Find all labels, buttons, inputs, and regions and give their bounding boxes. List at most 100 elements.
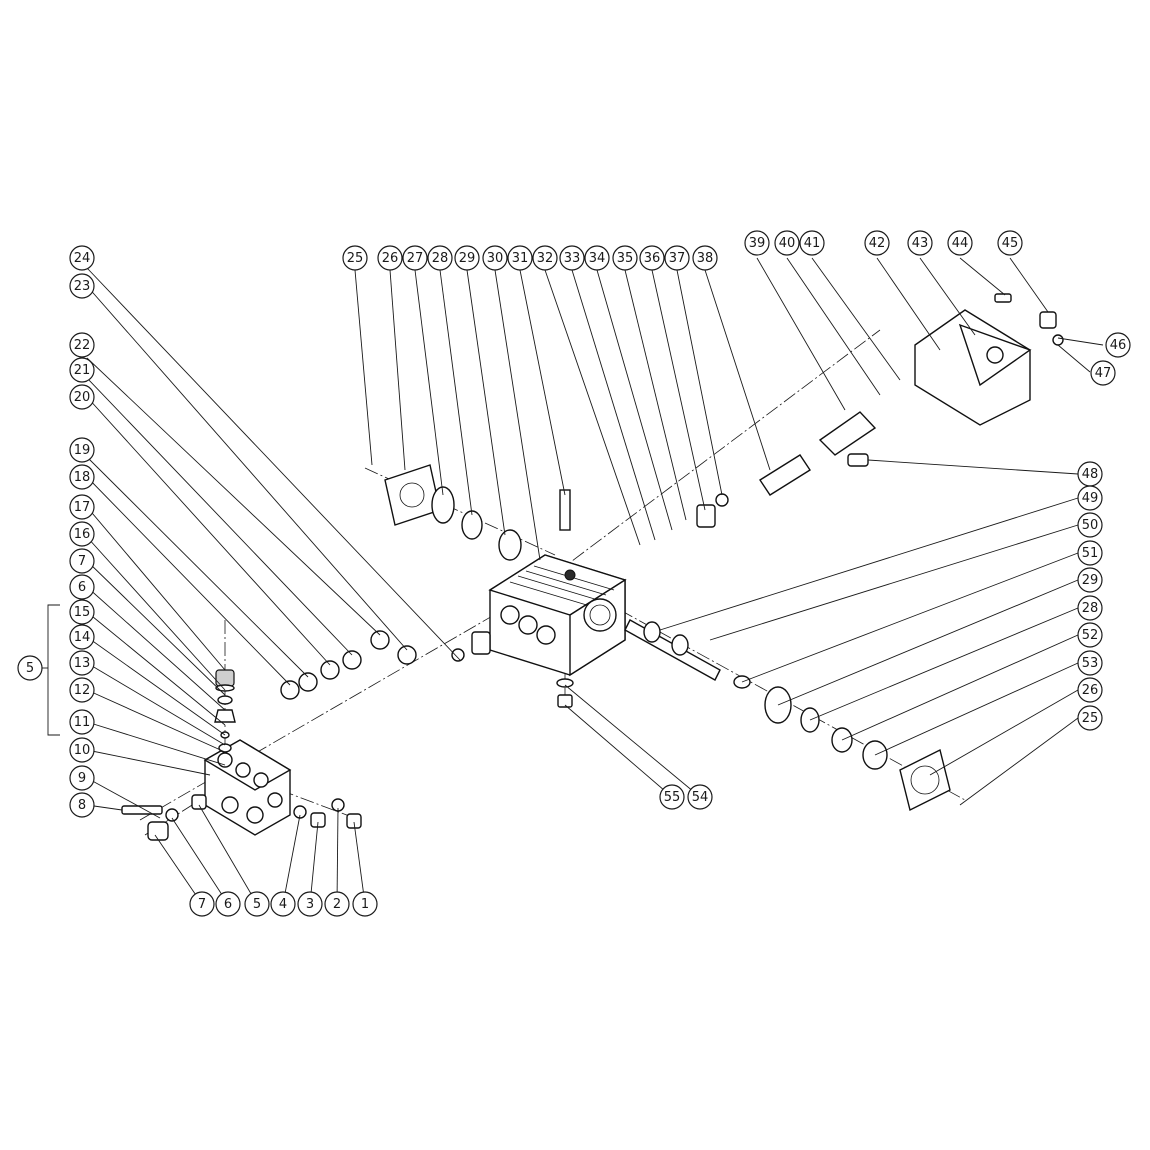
part-callout: 29 (454, 245, 480, 271)
callout-number: 12 (74, 683, 91, 698)
callout-circle (69, 464, 95, 490)
part-callout: 3 (297, 891, 323, 917)
part-callout: 14 (69, 624, 95, 650)
manifold-head (203, 739, 292, 836)
callout-circle (69, 574, 95, 600)
part-callout: 6 (215, 891, 241, 917)
callout-number: 25 (347, 251, 364, 266)
callout-number: 5 (253, 897, 261, 912)
callout-number: 46 (1110, 338, 1127, 353)
callout-circle (69, 650, 95, 676)
callout-number: 29 (1082, 573, 1099, 588)
callout-number: 32 (537, 251, 554, 266)
callout-circle (864, 230, 890, 256)
part-callout: 41 (799, 230, 825, 256)
part-callout: 9 (69, 765, 95, 791)
part-callout: 27 (402, 245, 428, 271)
callout-number: 44 (952, 236, 969, 251)
callout-circle (17, 655, 43, 681)
callout-number: 36 (644, 251, 661, 266)
part-callout: 52 (1077, 622, 1103, 648)
part-callout: 18 (69, 464, 95, 490)
callout-circle (377, 245, 403, 271)
part-callout: 1 (352, 891, 378, 917)
callout-number: 19 (74, 443, 91, 458)
callout-circle (69, 437, 95, 463)
part-callout: 10 (69, 737, 95, 763)
part-callout: 49 (1077, 485, 1103, 511)
callout-circle (352, 891, 378, 917)
callout-number: 43 (912, 236, 929, 251)
callout-number: 26 (1082, 683, 1099, 698)
axis-plugs (279, 789, 361, 821)
callout-number: 53 (1082, 656, 1099, 671)
callout-circle (482, 245, 508, 271)
callout-number: 37 (669, 251, 686, 266)
callout-circle (947, 230, 973, 256)
callout-number: 55 (664, 790, 681, 805)
part-callout: 45 (997, 230, 1023, 256)
part-callout: 29 (1077, 567, 1103, 593)
callout-number: 13 (74, 656, 91, 671)
callout-circle (69, 737, 95, 763)
callout-number: 18 (74, 470, 91, 485)
part-callout: 5 (17, 655, 43, 681)
callout-circle (799, 230, 825, 256)
component-parts (121, 293, 1064, 841)
callout-circle (69, 709, 95, 735)
callout-number: 52 (1082, 628, 1099, 643)
part-callout: 28 (427, 245, 453, 271)
callout-circle (639, 245, 665, 271)
axis-upper (519, 329, 881, 601)
part-callout: 51 (1077, 540, 1103, 566)
part-callout: 22 (69, 332, 95, 358)
callout-number: 21 (74, 363, 91, 378)
part-callout: 26 (377, 245, 403, 271)
callout-number: 48 (1082, 467, 1099, 482)
callout-number: 17 (74, 500, 91, 515)
callout-circle (1077, 705, 1103, 731)
part-callout: 53 (1077, 650, 1103, 676)
callout-number: 9 (78, 771, 86, 786)
callout-number: 34 (589, 251, 606, 266)
callout-circle (69, 384, 95, 410)
part-callout: 4 (270, 891, 296, 917)
part-callout: 2 (324, 891, 350, 917)
crankcase (488, 554, 627, 677)
callout-number: 50 (1082, 518, 1099, 533)
callout-number: 3 (306, 897, 314, 912)
callout-circle (1077, 622, 1103, 648)
part-callout: 7 (69, 548, 95, 574)
callout-number: 1 (361, 897, 369, 912)
callout-number: 33 (564, 251, 581, 266)
callout-number: 35 (617, 251, 634, 266)
callout-number: 42 (869, 236, 886, 251)
leader-lines (35, 257, 1104, 905)
callout-circle (244, 891, 270, 917)
callout-circle (612, 245, 638, 271)
callout-circle (402, 245, 428, 271)
callout-number: 14 (74, 630, 91, 645)
callout-circle (454, 245, 480, 271)
callout-circle (1105, 332, 1131, 358)
callout-number: 5 (26, 661, 34, 676)
callout-circle (215, 891, 241, 917)
callout-number: 30 (487, 251, 504, 266)
part-callout: 37 (664, 245, 690, 271)
callout-circle (1090, 360, 1116, 386)
callout-number: 26 (382, 251, 399, 266)
callout-number: 7 (78, 554, 86, 569)
callout-number: 41 (804, 236, 821, 251)
part-callout: 12 (69, 677, 95, 703)
callout-circle (1077, 540, 1103, 566)
part-callout: 33 (559, 245, 585, 271)
callout-circle (1077, 485, 1103, 511)
callout-circle (584, 245, 610, 271)
callout-number: 8 (78, 798, 86, 813)
part-callout: 24 (69, 245, 95, 271)
part-callout: 26 (1077, 677, 1103, 703)
callout-circle (687, 784, 713, 810)
part-callout: 5 (244, 891, 270, 917)
part-callout: 35 (612, 245, 638, 271)
